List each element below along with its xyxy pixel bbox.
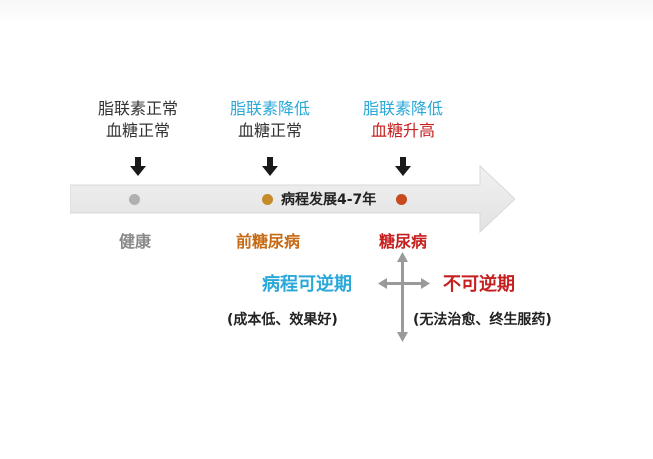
stage-healthy-text: 脂联素正常 血糖正常	[84, 98, 192, 142]
duration-label: 病程发展4-7年	[281, 192, 377, 208]
stage-prediabetes-line2: 血糖正常	[237, 121, 302, 140]
phase-reversible-note: (成本低、效果好)	[227, 312, 338, 328]
healthy-dot	[129, 194, 140, 205]
stage-diabetes-line1: 脂联素降低	[362, 99, 443, 118]
stage-diabetes-label: 糖尿病	[378, 232, 427, 251]
arrow-down-icon	[130, 157, 146, 176]
cross-arrows-icon	[378, 252, 430, 342]
stage-healthy-line1: 脂联素正常	[97, 99, 178, 118]
stage-prediabetes-line1: 脂联素降低	[229, 99, 310, 118]
stage-diabetes-text: 脂联素降低 血糖升高	[349, 98, 457, 142]
stage-healthy-label: 健康	[118, 232, 151, 251]
phase-reversible-title: 病程可逆期	[262, 274, 352, 295]
phase-irreversible-title: 不可逆期	[443, 274, 515, 295]
arrow-down-icon	[395, 157, 411, 176]
prediabetes-dot	[262, 194, 273, 205]
stage-prediabetes-label: 前糖尿病	[235, 232, 300, 251]
phase-irreversible-note: (无法治愈、终生服药)	[413, 312, 552, 328]
arrow-down-icon	[262, 157, 278, 176]
stage-healthy-line2: 血糖正常	[105, 121, 170, 140]
stage-diabetes-line2: 血糖升高	[370, 121, 435, 140]
timeline-arrow	[70, 164, 515, 234]
stage-prediabetes-text: 脂联素降低 血糖正常	[216, 98, 324, 142]
diabetes-dot	[396, 194, 407, 205]
top-bar	[0, 0, 653, 22]
